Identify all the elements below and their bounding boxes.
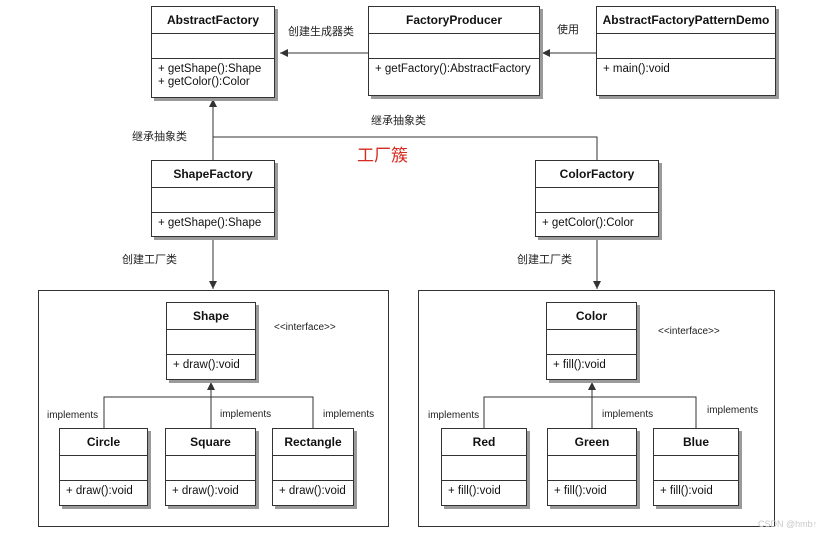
implements-label-square: implements — [220, 409, 272, 420]
implements-label-red: implements — [428, 410, 480, 421]
class-attributes — [60, 456, 147, 481]
class-operations: + draw():void — [60, 481, 147, 502]
class-name: Green — [548, 429, 636, 456]
class-operations: + fill():void — [548, 481, 636, 502]
class-operations: + draw():void — [167, 355, 255, 376]
class-rectangle[interactable]: Rectangle + draw():void — [272, 428, 354, 506]
class-name: Circle — [60, 429, 147, 456]
class-attributes — [369, 34, 539, 59]
class-attributes — [152, 188, 274, 213]
class-operations: + getShape():Shape + getColor():Color — [152, 59, 274, 93]
class-name: Red — [442, 429, 526, 456]
color-group-frame — [418, 290, 775, 527]
colorfactory-inherit-line — [213, 136, 598, 160]
class-name: Blue — [654, 429, 738, 456]
operation: + getColor():Color — [542, 217, 634, 229]
interface-color[interactable]: Color + fill():void — [546, 302, 637, 380]
implements-label-blue: implements — [707, 405, 759, 416]
class-operations: + getFactory():AbstractFactory — [369, 59, 539, 80]
class-operations: + getShape():Shape — [152, 213, 274, 234]
class-operations: + fill():void — [654, 481, 738, 502]
operation: + main():void — [603, 63, 670, 75]
class-factory-producer[interactable]: FactoryProducer + getFactory():AbstractF… — [368, 6, 540, 96]
class-shape-factory[interactable]: ShapeFactory + getShape():Shape — [151, 160, 275, 237]
class-red[interactable]: Red + fill():void — [441, 428, 527, 506]
operation: + fill():void — [553, 359, 606, 371]
implements-label-circle: implements — [47, 410, 99, 421]
color-implements-bracket — [483, 396, 697, 428]
create-generator-label: 创建生成器类 — [288, 26, 354, 38]
create-factory-label-left: 创建工厂类 — [122, 254, 177, 266]
class-operations: + getColor():Color — [536, 213, 658, 234]
operation: + draw():void — [66, 485, 133, 497]
class-attributes — [654, 456, 738, 481]
class-attributes — [167, 330, 255, 355]
watermark: CSDN @hmb↑ — [758, 519, 818, 529]
class-attributes — [152, 34, 274, 59]
class-name: FactoryProducer — [369, 7, 539, 34]
operation: + getFactory():AbstractFactory — [375, 63, 531, 75]
interface-shape[interactable]: Shape + draw():void — [166, 302, 256, 380]
class-circle[interactable]: Circle + draw():void — [59, 428, 148, 506]
operation: + fill():void — [660, 485, 713, 497]
class-name: Rectangle — [273, 429, 353, 456]
class-color-factory[interactable]: ColorFactory + getColor():Color — [535, 160, 659, 237]
operation: + draw():void — [173, 359, 240, 371]
class-attributes — [548, 456, 636, 481]
class-attributes — [547, 330, 636, 355]
create-factory-label-right: 创建工厂类 — [517, 254, 572, 266]
class-name: ColorFactory — [536, 161, 658, 188]
class-square[interactable]: Square + draw():void — [165, 428, 256, 506]
class-name: ShapeFactory — [152, 161, 274, 188]
class-name: Square — [166, 429, 255, 456]
class-green[interactable]: Green + fill():void — [547, 428, 637, 506]
class-operations: + draw():void — [273, 481, 353, 502]
shape-group-frame — [38, 290, 389, 527]
class-name: AbstractFactoryPatternDemo — [597, 7, 775, 34]
inherit-label-right: 继承抽象类 — [371, 115, 426, 127]
class-demo[interactable]: AbstractFactoryPatternDemo + main():void — [596, 6, 776, 96]
class-attributes — [442, 456, 526, 481]
class-name: Color — [547, 303, 636, 330]
class-attributes — [166, 456, 255, 481]
class-blue[interactable]: Blue + fill():void — [653, 428, 739, 506]
shape-implements-bracket — [103, 396, 314, 428]
class-abstract-factory[interactable]: AbstractFactory + getShape():Shape + get… — [151, 6, 275, 98]
operation: + draw():void — [279, 485, 346, 497]
use-label: 使用 — [557, 24, 579, 36]
factory-cluster-title: 工厂簇 — [357, 146, 408, 165]
interface-stereotype-shape: <<interface>> — [274, 322, 336, 333]
operation: + fill():void — [448, 485, 501, 497]
class-operations: + draw():void — [166, 481, 255, 502]
class-name: AbstractFactory — [152, 7, 274, 34]
class-attributes — [273, 456, 353, 481]
class-operations: + fill():void — [442, 481, 526, 502]
operation: + getColor():Color — [158, 76, 250, 88]
implements-label-green: implements — [602, 409, 654, 420]
operation: + getShape():Shape — [158, 217, 262, 229]
interface-stereotype-color: <<interface>> — [658, 326, 720, 337]
class-operations: + fill():void — [547, 355, 636, 376]
class-operations: + main():void — [597, 59, 775, 80]
operation: + draw():void — [172, 485, 239, 497]
class-attributes — [536, 188, 658, 213]
inherit-label-left: 继承抽象类 — [132, 131, 187, 143]
implements-label-rectangle: implements — [323, 409, 375, 420]
class-name: Shape — [167, 303, 255, 330]
operation: + fill():void — [554, 485, 607, 497]
class-attributes — [597, 34, 775, 59]
operation: + getShape():Shape — [158, 63, 262, 75]
